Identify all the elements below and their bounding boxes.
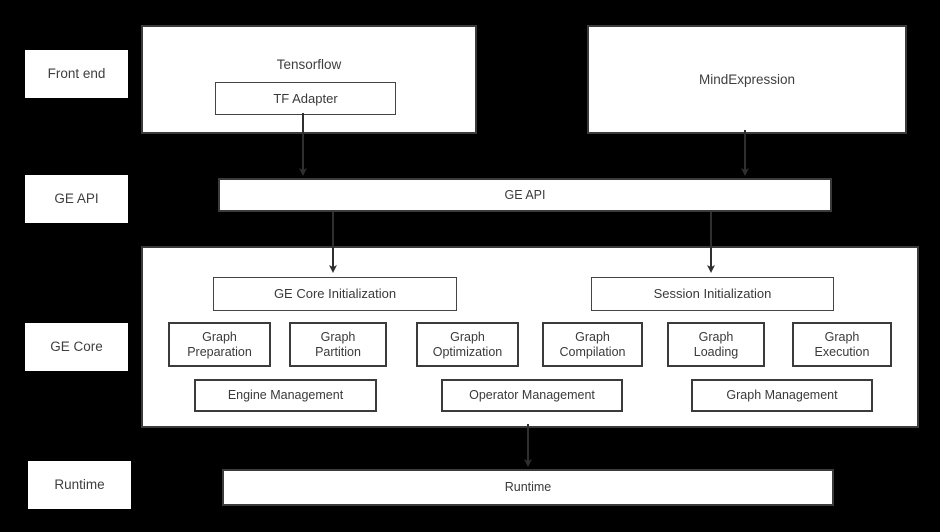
tensorflow-container[interactable]: Tensorflow TF Adapter	[141, 25, 477, 134]
ge-api-bar[interactable]: GE API	[218, 178, 832, 212]
layer-label-ge-api: GE API	[25, 175, 128, 223]
module-line1: Graph	[698, 329, 734, 344]
module-graph-loading[interactable]: Graph Loading	[667, 322, 765, 367]
module-line1: Graph	[575, 329, 610, 344]
module-line1: Graph	[824, 329, 860, 344]
runtime-bar[interactable]: Runtime	[222, 469, 834, 506]
module-line2: Partition	[315, 344, 361, 359]
module-line2: Compilation	[559, 344, 626, 359]
management-operator[interactable]: Operator Management	[441, 379, 623, 412]
module-graph-preparation[interactable]: Graph Preparation	[168, 322, 271, 367]
module-graph-partition[interactable]: Graph Partition	[289, 322, 387, 367]
mindexpression-container[interactable]: MindExpression	[587, 25, 907, 134]
tensorflow-label: Tensorflow	[276, 57, 342, 72]
ge-core-container[interactable]: GE Core Initialization Session Initializ…	[141, 246, 919, 428]
module-line1: Graph	[202, 329, 237, 344]
session-initialization-node[interactable]: Session Initialization	[591, 277, 834, 311]
layer-label-front-end: Front end	[25, 50, 128, 98]
module-line1: Graph	[320, 329, 356, 344]
management-graph[interactable]: Graph Management	[691, 379, 873, 412]
module-line2: Preparation	[187, 344, 252, 359]
module-line2: Loading	[693, 344, 739, 359]
module-graph-compilation[interactable]: Graph Compilation	[542, 322, 643, 367]
module-graph-execution[interactable]: Graph Execution	[792, 322, 892, 367]
module-line2: Optimization	[432, 344, 503, 359]
tf-adapter-node[interactable]: TF Adapter	[215, 82, 396, 115]
module-graph-optimization[interactable]: Graph Optimization	[416, 322, 519, 367]
module-line2: Execution	[814, 344, 870, 359]
layer-label-ge-core: GE Core	[25, 323, 128, 371]
management-engine[interactable]: Engine Management	[194, 379, 377, 412]
module-line1: Graph	[450, 329, 485, 344]
ge-core-initialization-node[interactable]: GE Core Initialization	[213, 277, 457, 311]
layer-label-runtime: Runtime	[28, 461, 131, 509]
mindexpression-label: MindExpression	[698, 72, 796, 87]
